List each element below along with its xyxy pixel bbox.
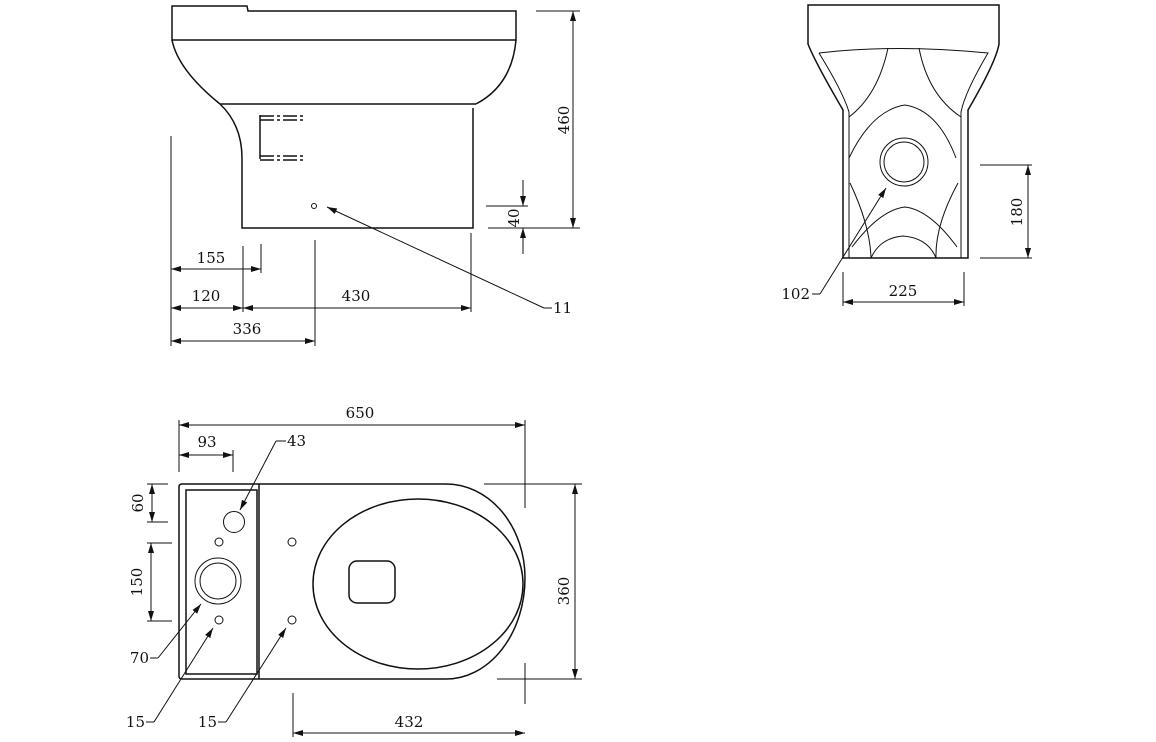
top-view-outline (178, 483, 526, 680)
callout-label-102: 102 (781, 285, 810, 303)
dim-label-120: 120 (192, 287, 221, 305)
fill-valve-hole-icon (223, 511, 245, 533)
pan-fix-hole-icon (287, 615, 297, 625)
dim-label-460: 460 (555, 106, 573, 135)
callout-label-15a: 15 (126, 713, 145, 731)
dim-label-155: 155 (197, 249, 226, 267)
dim-label-180: 180 (1008, 198, 1026, 227)
dim-base-width: 225 (842, 272, 965, 306)
dim-label-60: 60 (129, 493, 147, 512)
dim-pan-fix-span: 432 (292, 693, 525, 737)
dim-label-150: 150 (128, 568, 146, 597)
callout-label-43: 43 (287, 432, 306, 450)
callout-inlet-hole: 11 (326, 206, 572, 317)
dim-label-430: 430 (342, 287, 371, 305)
dim-horizontal-side: 155 120 430 336 (170, 136, 472, 346)
side-view-outline (171, 5, 517, 229)
dim-label-40: 40 (505, 208, 523, 227)
dim-label-93: 93 (197, 433, 216, 451)
dim-hole-offset: 60 (129, 483, 168, 523)
cistern-bolt-hole-icon (214, 615, 224, 625)
callout-outlet-diameter: 102 (781, 187, 887, 303)
rear-view-outline (807, 4, 1000, 259)
callout-label-11: 11 (553, 299, 572, 317)
dim-overall-length: 650 (178, 404, 526, 704)
callout-label-15b: 15 (198, 713, 217, 731)
dim-label-225: 225 (889, 282, 918, 300)
dim-label-360: 360 (555, 577, 573, 606)
inlet-hole-icon (311, 203, 317, 209)
callout-fill-valve-hole: 43 (239, 432, 306, 511)
dim-label-432: 432 (395, 713, 424, 731)
top-view: 650 93 60 150 360 (126, 404, 582, 737)
dim-inlet-height: 40 (486, 180, 528, 254)
dim-overall-width: 360 (484, 483, 582, 680)
side-view: 460 40 155 120 430 336 (170, 5, 580, 346)
callout-flush-valve-hole: 70 (130, 603, 202, 667)
dim-label-650: 650 (346, 404, 375, 422)
dim-height-total: 460 (488, 10, 580, 229)
dim-label-336: 336 (233, 320, 262, 338)
dim-outlet-height: 180 (980, 164, 1032, 259)
flush-valve-hole-icon (199, 562, 237, 600)
callout-label-70: 70 (130, 649, 149, 667)
callout-cistern-bolt-hole: 15 (126, 627, 214, 731)
outlet-icon (883, 141, 925, 183)
callout-pan-fix-hole: 15 (198, 627, 287, 731)
dim-cistern-depth: 93 (179, 433, 234, 472)
rear-view: 180 225 102 (781, 4, 1032, 306)
dim-hole-spacing: 150 (128, 542, 172, 622)
